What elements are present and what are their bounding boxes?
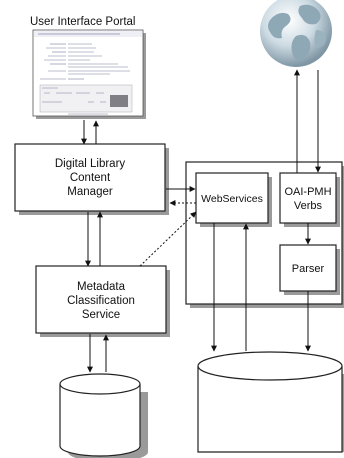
local-database-icon (59, 373, 148, 458)
dl-manager-line1: Digital Library (55, 158, 126, 170)
oai-pmh-verbs-box (279, 172, 337, 224)
metadata-line1: Metadata (77, 281, 126, 293)
internet-globe-icon (260, 0, 332, 67)
portal-title: User Interface Portal (30, 16, 135, 28)
repository-database-icon (197, 351, 344, 453)
portal-screenshot (32, 29, 146, 119)
parser-label: Parser (292, 263, 325, 275)
metadata-line3: Service (82, 309, 120, 321)
connectors (81, 69, 321, 373)
oai-pmh-line1: OAI-PMH (284, 186, 331, 198)
webservices-box (195, 172, 269, 224)
dl-manager-line2: Content (70, 172, 111, 184)
parser-box (279, 244, 337, 292)
metadata-classification-service-box (35, 265, 167, 334)
webservices-label: WebServices (201, 193, 263, 205)
oai-pmh-line2: Verbs (294, 200, 323, 212)
dl-manager-line3: Manager (67, 186, 113, 198)
metadata-line2: Classification (67, 295, 135, 307)
dl-content-manager-box (14, 143, 166, 212)
